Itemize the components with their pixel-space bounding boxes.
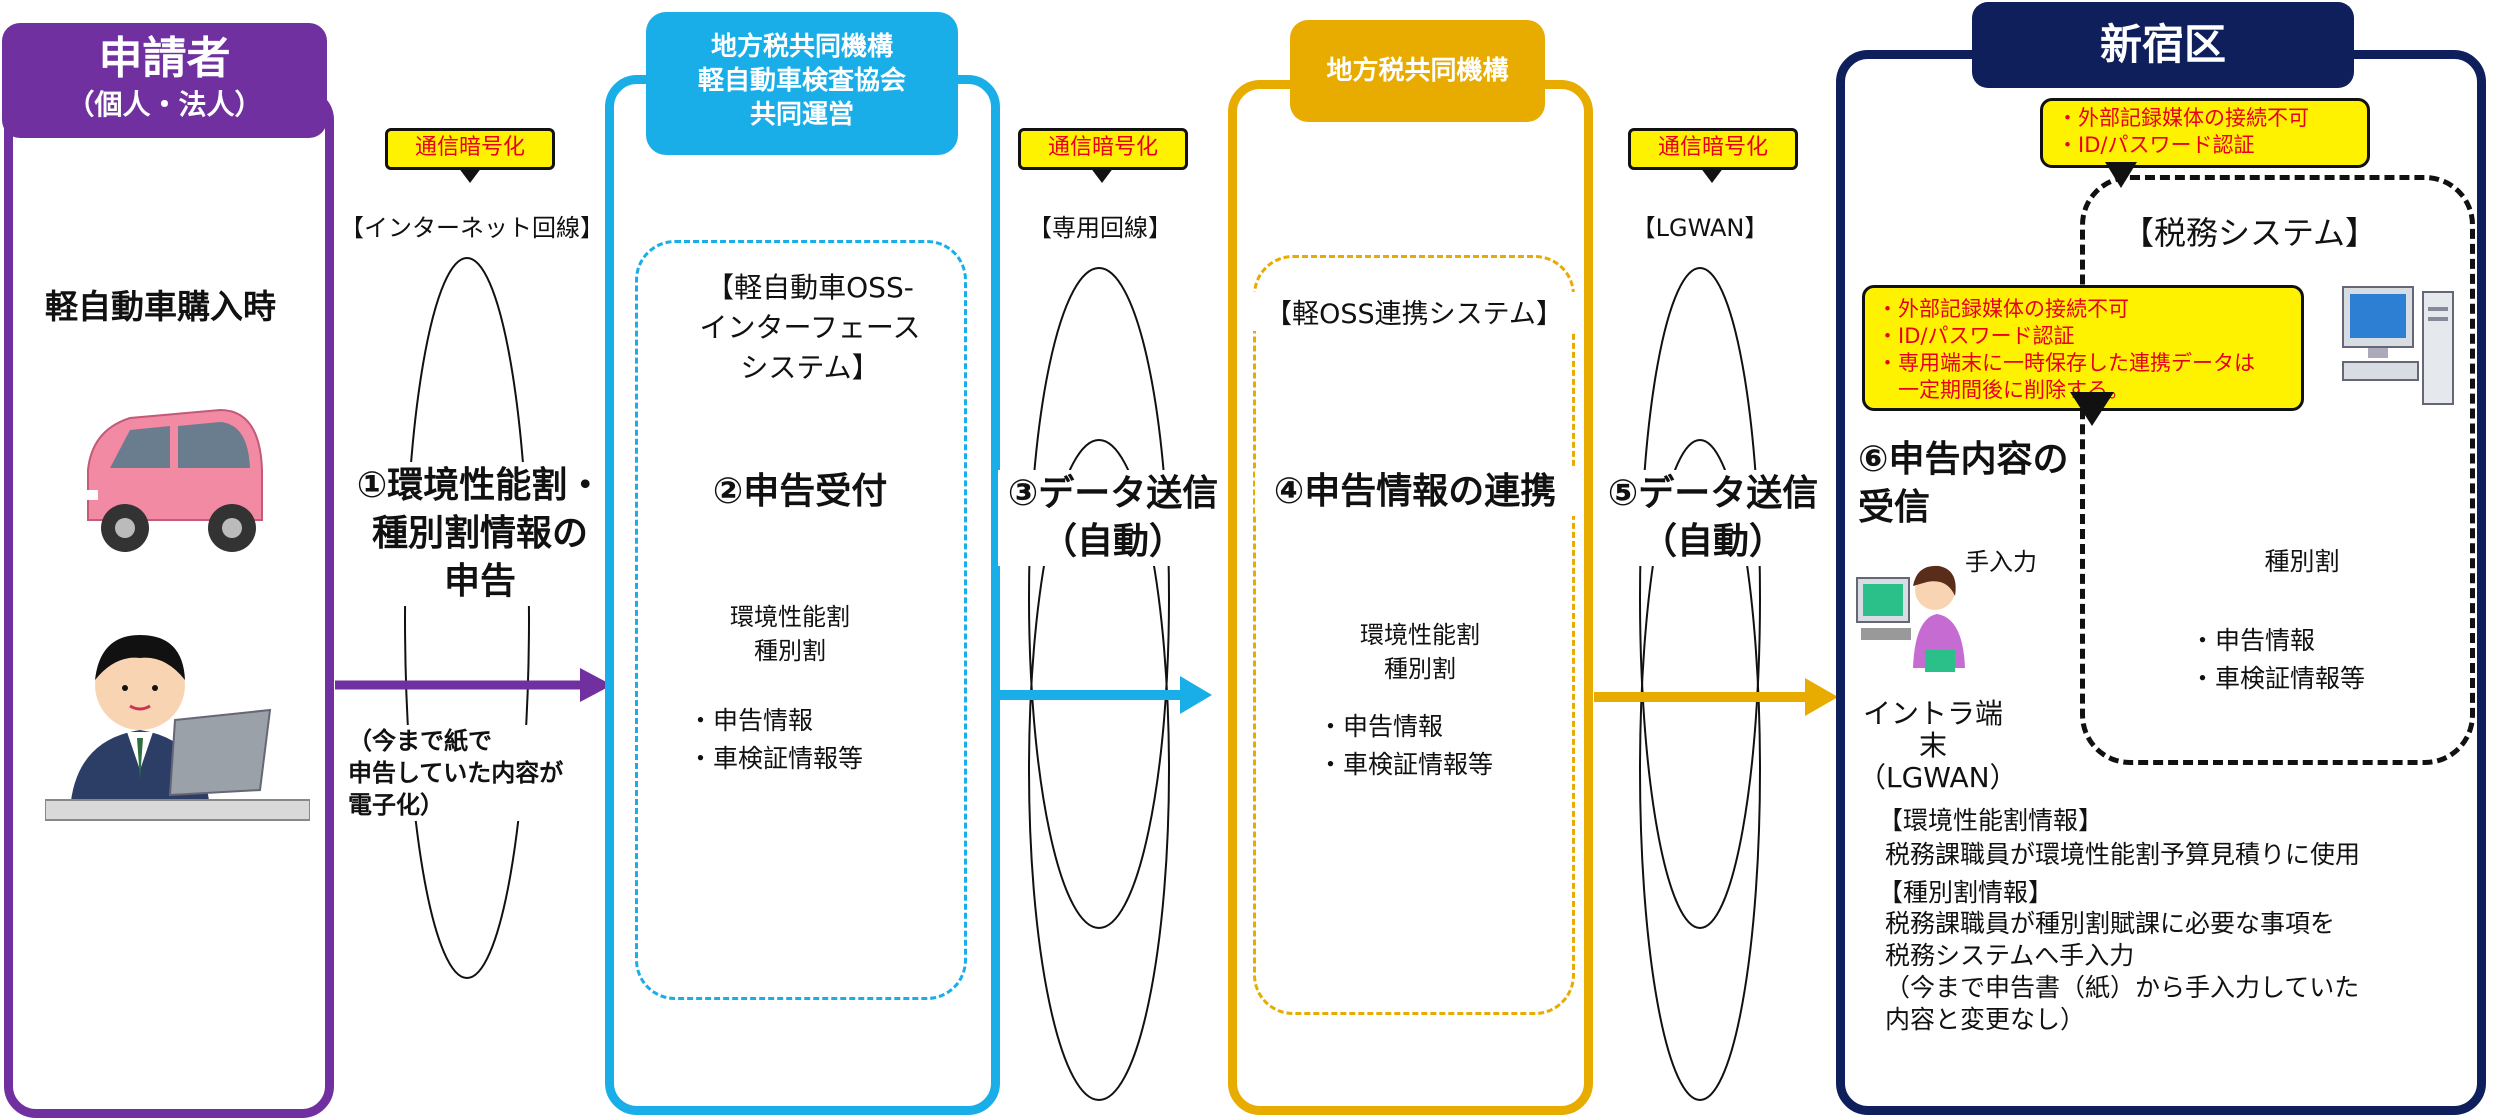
encryption-badge-3: 通信暗号化: [1628, 128, 1798, 170]
step2-label: ②申告受付: [700, 468, 900, 516]
env-note-body: 税務課職員が環境性能割予算見積りに使用: [1885, 840, 2361, 869]
internet-line-label: 【インターネット回線】: [340, 208, 604, 243]
env-note-title: 【環境性能割情報】: [1878, 806, 2104, 835]
step4-label: ④申告情報の連携: [1255, 468, 1575, 516]
tax-db-title: 種別割: [2264, 547, 2340, 576]
badge-tail-2: [1090, 167, 1114, 183]
terminal-callout: ・外部記録媒体の接続不可 ・ID/パスワード認証 ・専用端末に一時保存した連携デ…: [1862, 285, 2304, 411]
applicant-lane: [4, 88, 334, 1118]
tax-system-label: 【税務システム】: [2122, 208, 2378, 254]
oss-db-title: 環境性能割 種別割: [730, 603, 850, 665]
terminal-callout-tail: [2070, 392, 2114, 426]
badge-tail-1: [458, 167, 482, 183]
operator-terminal-icon: [1855, 558, 1975, 678]
jlis-db-title: 環境性能割 種別割: [1360, 621, 1480, 683]
oss-system-box: [635, 240, 967, 1000]
step6-label: ⑥申告内容の 受信: [1858, 439, 2069, 528]
applicant-subtitle: （個人・法人）: [66, 88, 263, 121]
shinjuku-header: 新宿区: [1972, 2, 2354, 88]
step1-note: （今まで紙で 申告していた内容が 電子化）: [348, 725, 564, 821]
terminal-label: イントラ端末 （LGWAN）: [1858, 697, 2018, 794]
dedicated-line-label: 【専用回線】: [1010, 208, 1190, 243]
encryption-badge-1: 通信暗号化: [385, 128, 555, 170]
purchase-label: 軽自動車購入時: [45, 287, 276, 326]
flow-arrows: [335, 596, 2078, 716]
oss-db-items: ・申告情報 ・車検証情報等: [688, 706, 864, 773]
oss-system-label: 【軽自動車OSS- インターフェース システム】: [660, 268, 960, 388]
tax-system-box: [2080, 175, 2475, 765]
jlis-header: 地方税共同機構: [1290, 20, 1545, 122]
jlis-system-label: 【軽OSS連携システム】: [1248, 292, 1580, 331]
jlis-system-box: [1253, 255, 1575, 1015]
applicant-header: 申請者 （個人・法人）: [2, 23, 327, 138]
applicant-title: 申請者: [98, 33, 231, 84]
type-note-body: 税務課職員が種別割賦課に必要な事項を 税務システムへ手入力 （今まで申告書（紙）…: [1885, 909, 2360, 1034]
badge-tail-3: [1700, 167, 1724, 183]
tax-db-items: ・申告情報 ・車検証情報等: [2190, 626, 2366, 693]
pc-icon: [2338, 282, 2458, 412]
car-icon: [70, 390, 270, 570]
lgwan-line-label: 【LGWAN】: [1620, 208, 1780, 243]
step5-label: ⑤データ送信 （自動）: [1598, 470, 1828, 566]
step1-label: ①環境性能割・ 種別割情報の 申告: [340, 462, 620, 606]
tax-system-callout: ・外部記録媒体の接続不可 ・ID/パスワード認証: [2040, 98, 2370, 168]
jlis-lane: [1228, 80, 1593, 1115]
step3-label: ③データ送信 （自動）: [998, 470, 1228, 566]
businessman-laptop-icon: [45, 610, 310, 825]
network-line-shapes: [404, 257, 1761, 1101]
type-note-title: 【種別割情報】: [1878, 878, 2054, 907]
encryption-badge-2: 通信暗号化: [1018, 128, 1188, 170]
jlis-db-items: ・申告情報 ・車検証情報等: [1318, 712, 1494, 779]
oss-header: 地方税共同機構 軽自動車検査協会 共同運営: [646, 12, 958, 155]
manual-input-label: 手入力: [1965, 548, 2037, 576]
tax-callout-tail: [2105, 162, 2137, 188]
